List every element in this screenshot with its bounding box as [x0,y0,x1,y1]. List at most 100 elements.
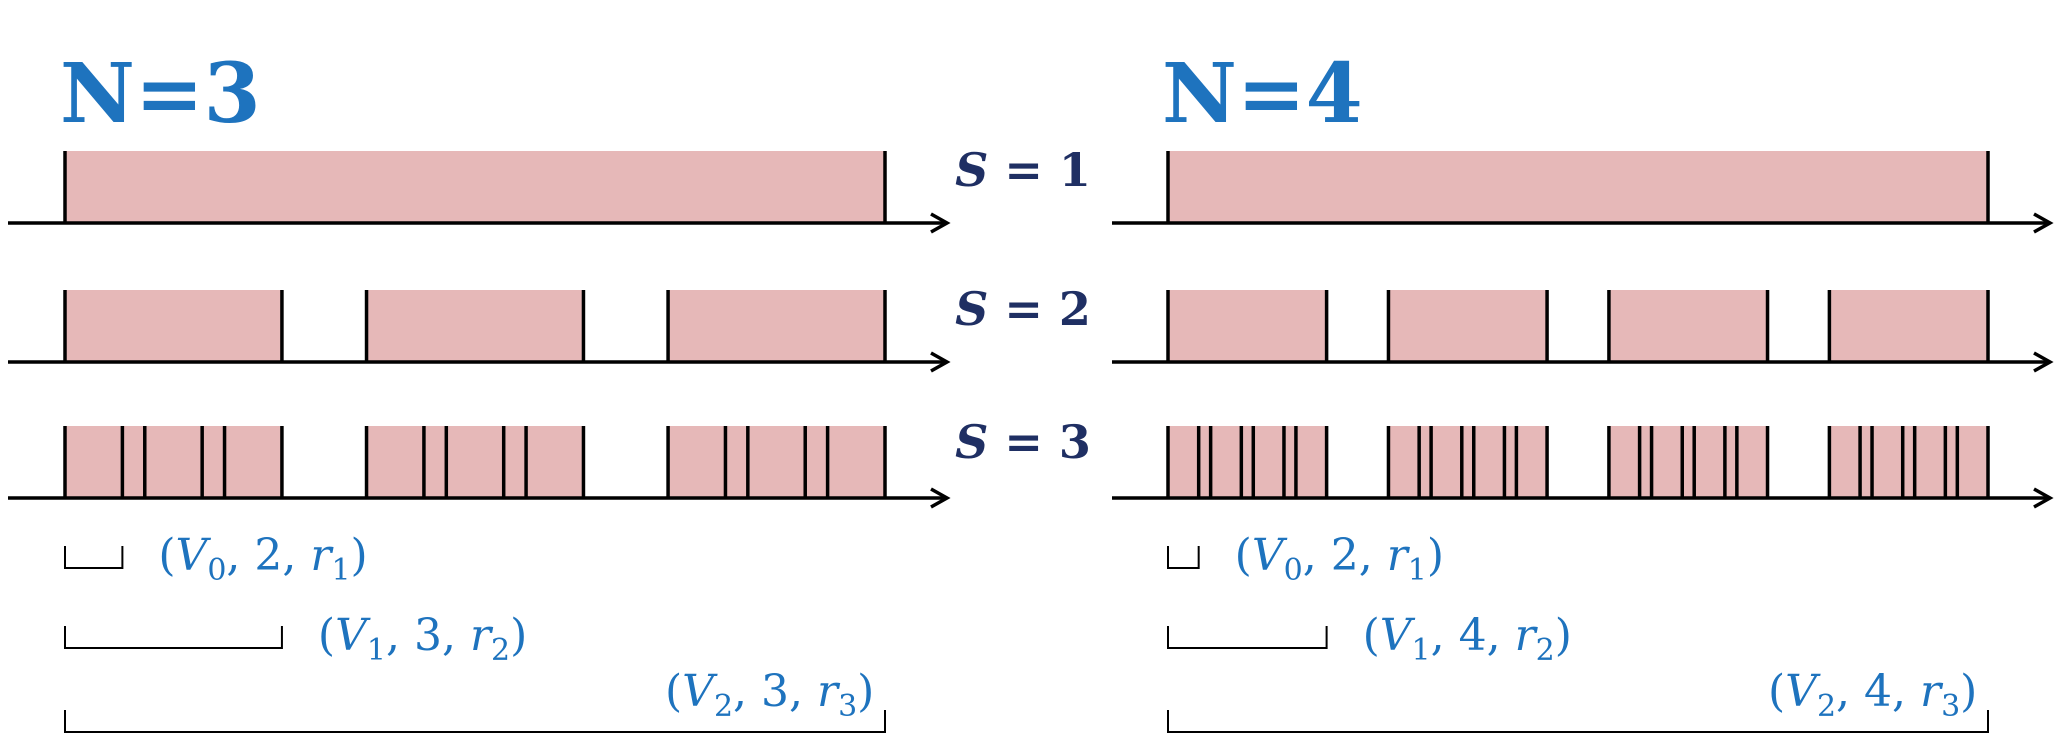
span-bracket [1167,626,1328,649]
span-bracket [1167,710,1989,733]
tuple-punct: , [1487,610,1515,661]
tuple-mid: 3 [414,610,442,661]
tuple-punct: , [386,610,414,661]
tuple-v: V [176,530,212,581]
span-bracket [64,710,886,733]
s-label-value: 2 [1059,282,1091,336]
tuple-punct: ) [1960,666,1977,717]
tuple-mid: 4 [1459,610,1487,661]
tuple-vsub: 0 [1284,553,1303,588]
s-label-eq: = [988,282,1059,336]
tuple-punct: , [1836,666,1864,717]
tuple-r: r [1387,530,1411,581]
block-bar [668,426,885,498]
block-bar [668,290,885,362]
tuple-r: r [817,666,841,717]
tuple-r: r [470,610,494,661]
panel-title: N=3 [60,46,261,142]
span-bracket [64,546,124,569]
block-bar [1168,290,1327,362]
s-label-value: 3 [1059,415,1091,469]
block-bar [1829,426,1988,498]
tuple-punct: ) [351,530,368,581]
block-bar [366,426,584,498]
span-bracket [1167,546,1200,569]
tuple-vsub: 0 [207,553,226,588]
block-bar [1168,151,1988,223]
block-bar [1388,290,1548,362]
tuple-v: V [1252,530,1288,581]
tuple-r: r [1515,610,1539,661]
s-label: S = 1 [955,143,1091,197]
s-label-var: S [955,415,988,469]
tuple-punct: , [226,530,254,581]
s-label-var: S [955,282,988,336]
tuple-punct: , [442,610,470,661]
tuple-punct: , [282,530,310,581]
tuple-punct: ) [1427,530,1444,581]
block-bar [65,290,282,362]
tuple-r: r [1920,666,1944,717]
tuple-punct: , [1892,666,1920,717]
tuple-label: (V0, 2, r1) [1235,530,1444,588]
tuple-punct: ( [158,530,175,581]
tuple-label: (V1, 3, r2) [318,610,527,668]
tuple-label: (V2, 4, r3) [1768,666,1977,724]
tuple-punct: ( [318,610,335,661]
tuple-punct: ) [510,610,527,661]
block-bar [1168,426,1327,498]
tuple-rsub: 3 [838,689,857,724]
axis-arrowhead [930,212,951,234]
tuple-punct: ( [665,666,682,717]
tuple-rsub: 2 [1536,633,1555,668]
axis-arrowhead [930,487,951,509]
tuple-punct: ) [1555,610,1572,661]
tuple-punct: , [789,666,817,717]
block-bar [1608,290,1768,362]
tuple-mid: 2 [254,530,282,581]
tuple-r: r [310,530,334,581]
tuple-vsub: 1 [367,633,386,668]
block-bar [65,426,282,498]
block-bar [65,151,885,223]
tuple-rsub: 1 [1408,553,1427,588]
tuple-punct: , [1431,610,1459,661]
block-bar [1388,426,1548,498]
tuple-mid: 3 [761,666,789,717]
tuple-punct: ( [1235,530,1252,581]
tuple-label: (V0, 2, r1) [158,530,367,588]
tuple-punct: ( [1363,610,1380,661]
axis-arrowhead [930,351,951,373]
tuple-mid: 2 [1331,530,1359,581]
panel-title: N=4 [1162,46,1363,142]
tuple-v: V [1785,666,1821,717]
tuple-rsub: 3 [1941,689,1960,724]
s-label-eq: = [988,415,1059,469]
tuple-label: (V1, 4, r2) [1363,610,1572,668]
block-bar [366,290,584,362]
axis-arrowhead [2033,212,2054,234]
tuple-punct: , [1303,530,1331,581]
span-bracket [64,626,283,649]
tuple-vsub: 2 [714,689,733,724]
tuple-vsub: 2 [1817,689,1836,724]
axis-arrowhead [2033,487,2054,509]
tuple-vsub: 1 [1412,633,1431,668]
tuple-rsub: 2 [491,633,510,668]
tuple-v: V [682,666,718,717]
tuple-mid: 4 [1864,666,1892,717]
tuple-rsub: 1 [331,553,350,588]
tuple-punct: , [1359,530,1387,581]
tuple-label: (V2, 3, r3) [665,666,874,724]
block-bar [1829,290,1988,362]
tuple-v: V [1380,610,1416,661]
s-label-var: S [955,143,988,197]
tuple-punct: ( [1768,666,1785,717]
tuple-v: V [335,610,371,661]
s-label: S = 2 [955,282,1091,336]
s-label-value: 1 [1059,143,1091,197]
tuple-punct: , [733,666,761,717]
axis-arrowhead [2033,351,2054,373]
tuple-punct: ) [857,666,874,717]
